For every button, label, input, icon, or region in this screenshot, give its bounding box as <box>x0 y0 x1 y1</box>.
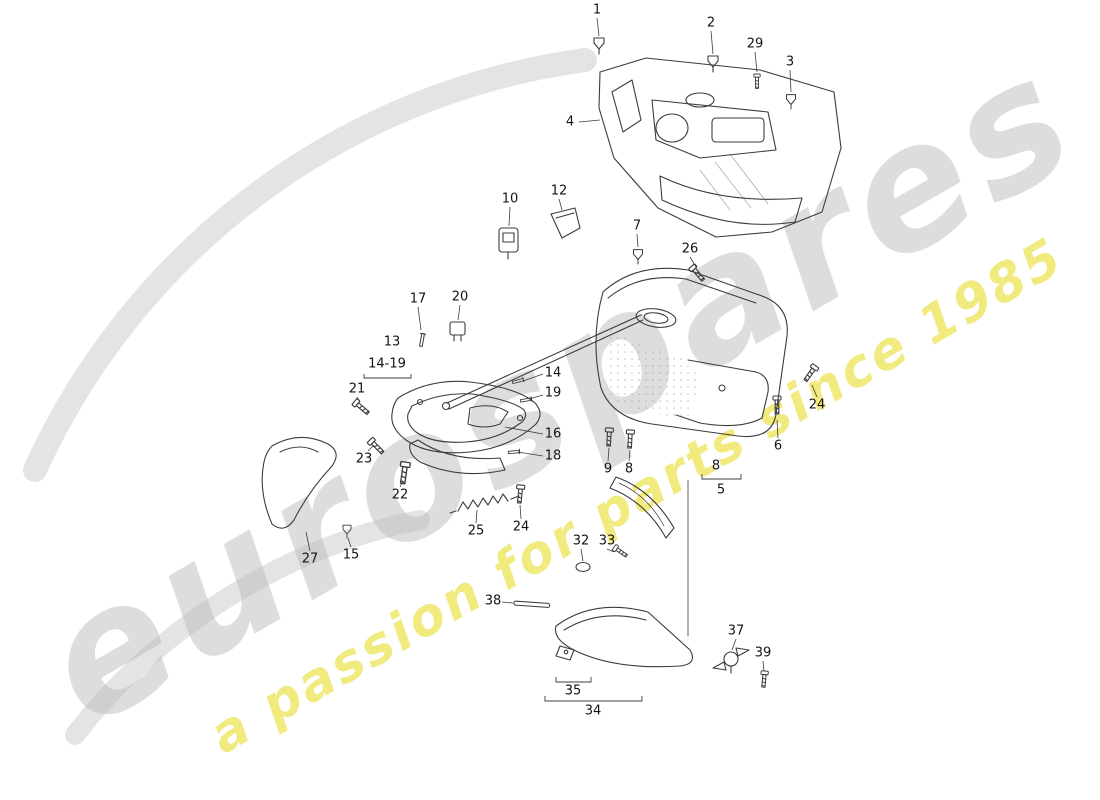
leader-line-1 <box>596 17 600 37</box>
leader-line-27 <box>305 531 311 552</box>
leader-line-2 <box>710 30 714 55</box>
watermark-swoosh-lower <box>65 510 430 745</box>
part-plug-32 <box>575 561 591 573</box>
leader-line-17 <box>417 306 422 331</box>
leader-line-39 <box>762 660 765 672</box>
leader-line-8 <box>628 449 631 462</box>
leader-line-4 <box>578 119 601 123</box>
leader-line-23 <box>367 444 375 452</box>
leader-line-12 <box>558 198 563 211</box>
part-door-pull-27 <box>261 436 337 529</box>
dimension-bracket-3 <box>544 696 643 702</box>
part-screw-9 <box>604 427 615 447</box>
part-switch-10 <box>498 227 519 260</box>
part-connecting-rod <box>441 314 644 411</box>
part-pin-17 <box>417 332 427 348</box>
part-screw-21 <box>351 397 372 417</box>
part-screw-24-right <box>801 362 820 384</box>
dimension-bracket-1 <box>701 474 742 480</box>
leader-lines <box>305 17 818 702</box>
leader-line-18 <box>517 451 544 457</box>
leader-line-21 <box>356 396 361 403</box>
part-inner-door-panel <box>595 267 788 438</box>
part-upper-door-panel <box>598 57 842 238</box>
leader-line-3 <box>789 69 792 93</box>
part-screw-8 <box>625 429 636 449</box>
leader-line-32 <box>580 548 584 562</box>
leader-line-25 <box>475 509 478 524</box>
leader-line-33 <box>606 548 615 553</box>
part-spring-25 <box>449 493 520 514</box>
part-screw-39 <box>759 670 769 688</box>
part-screw-29 <box>753 73 761 89</box>
part-pin-19 <box>519 396 533 404</box>
part-wedge-12 <box>550 207 581 239</box>
part-bolt-22 <box>397 460 412 485</box>
part-rod-38 <box>513 600 551 608</box>
leader-line-26 <box>689 256 697 268</box>
leader-line-29 <box>754 51 758 73</box>
leader-line-9 <box>607 447 610 462</box>
leader-line-38 <box>501 601 514 604</box>
leader-line-15 <box>347 537 352 548</box>
part-clip-15 <box>342 524 352 539</box>
part-screw-23 <box>366 436 387 457</box>
part-bracket-35 <box>555 645 575 661</box>
leader-line-14 <box>522 373 544 382</box>
part-trim-sliver <box>609 476 675 539</box>
dimension-bracket-2 <box>555 677 592 683</box>
part-switch-20 <box>449 321 466 342</box>
leader-line-6 <box>776 419 779 439</box>
leader-line-20 <box>457 304 461 321</box>
leader-line-22 <box>399 480 404 488</box>
part-wing-knob-37 <box>712 647 750 674</box>
part-armrest-34 <box>554 606 693 668</box>
leader-line-19 <box>528 394 544 400</box>
part-screw-24-left <box>514 484 526 504</box>
leader-line-16 <box>504 426 544 435</box>
leader-line-24 <box>519 504 522 520</box>
leader-line-37 <box>731 638 737 651</box>
part-pin-14 <box>511 376 525 386</box>
watermark-swoosh-upper <box>23 48 597 482</box>
part-screw-33 <box>611 543 629 560</box>
part-clip-7 <box>633 249 643 265</box>
part-clip-2 <box>707 55 719 73</box>
dimension-bracket-0 <box>363 374 412 379</box>
part-clip-1 <box>593 37 605 55</box>
part-handle-bezel-assembly <box>391 380 541 475</box>
part-clip-3 <box>786 94 796 110</box>
leader-line-24 <box>811 384 818 398</box>
part-screw-6 <box>772 395 782 415</box>
leader-line-7 <box>636 233 639 248</box>
leader-line-10 <box>508 206 511 227</box>
